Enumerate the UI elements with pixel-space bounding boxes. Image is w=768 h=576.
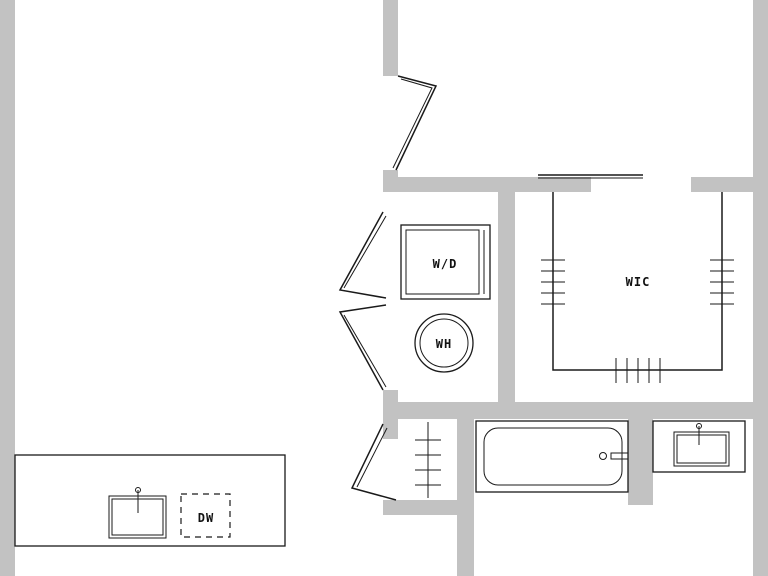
bathtub-faucet bbox=[610, 452, 629, 460]
doors bbox=[338, 75, 643, 501]
water-heater-label: WH bbox=[436, 337, 452, 351]
laundry-door-lower bbox=[338, 304, 387, 391]
left-exterior-wall bbox=[0, 0, 15, 576]
water-heater: WH bbox=[414, 313, 474, 373]
dishwasher-outline bbox=[180, 493, 231, 538]
washer-dryer: W/D bbox=[400, 224, 491, 300]
pantry-shelves bbox=[415, 422, 441, 498]
middle-horizontal-wall bbox=[383, 402, 753, 419]
kitchen-counter: DW bbox=[14, 454, 286, 547]
bathtub-outer bbox=[475, 420, 629, 493]
top-door-leaf-inner bbox=[392, 78, 433, 169]
bathtub bbox=[475, 420, 629, 493]
closet-bottom-hangers bbox=[615, 358, 661, 383]
bathroom-vanity bbox=[652, 420, 746, 473]
tub-surround-wall bbox=[628, 419, 648, 505]
walk-in-closet-label: WIC bbox=[626, 275, 651, 289]
top-door-leaf bbox=[395, 75, 438, 171]
walk-in-closet: WIC bbox=[541, 192, 734, 383]
kitchen-counter-top bbox=[14, 454, 286, 547]
pantry-door-inner bbox=[356, 427, 388, 488]
vanity-left-wall bbox=[648, 419, 653, 505]
closet-right-hangers bbox=[710, 259, 734, 305]
laundry-right-wall bbox=[498, 192, 515, 402]
washer-dryer-outer bbox=[400, 224, 491, 300]
laundry-left-stub-top bbox=[383, 170, 398, 192]
pantry-left-stub bbox=[383, 419, 398, 439]
laundry-door-upper-inner bbox=[343, 215, 387, 289]
laundry-left-stub-bottom bbox=[383, 390, 398, 419]
kitchen-sink-faucet-head bbox=[135, 487, 141, 493]
water-heater-inner bbox=[419, 318, 469, 368]
closet-top-right-wall bbox=[691, 177, 753, 192]
upper-center-wall bbox=[383, 0, 398, 76]
right-exterior-wall bbox=[753, 0, 768, 576]
water-heater-outer bbox=[414, 313, 474, 373]
bathroom-sink-inner bbox=[676, 434, 727, 464]
bathroom-sink-basin bbox=[673, 431, 730, 467]
pantry-right-wall bbox=[457, 419, 474, 576]
closet-left-hangers bbox=[541, 259, 565, 305]
washer-dryer-inner bbox=[405, 229, 480, 295]
bathroom-sink-faucet-head bbox=[696, 423, 702, 429]
dishwasher-label: DW bbox=[198, 511, 214, 525]
laundry-door-upper bbox=[338, 211, 387, 299]
pantry-bottom-wall bbox=[383, 500, 473, 515]
laundry-door-lower-inner bbox=[343, 314, 387, 388]
laundry-top-wall bbox=[383, 177, 591, 192]
bathtub-basin bbox=[483, 427, 623, 486]
washer-dryer-label: W/D bbox=[433, 257, 458, 271]
bathtub-drain bbox=[599, 452, 607, 460]
pantry-door bbox=[350, 423, 397, 501]
